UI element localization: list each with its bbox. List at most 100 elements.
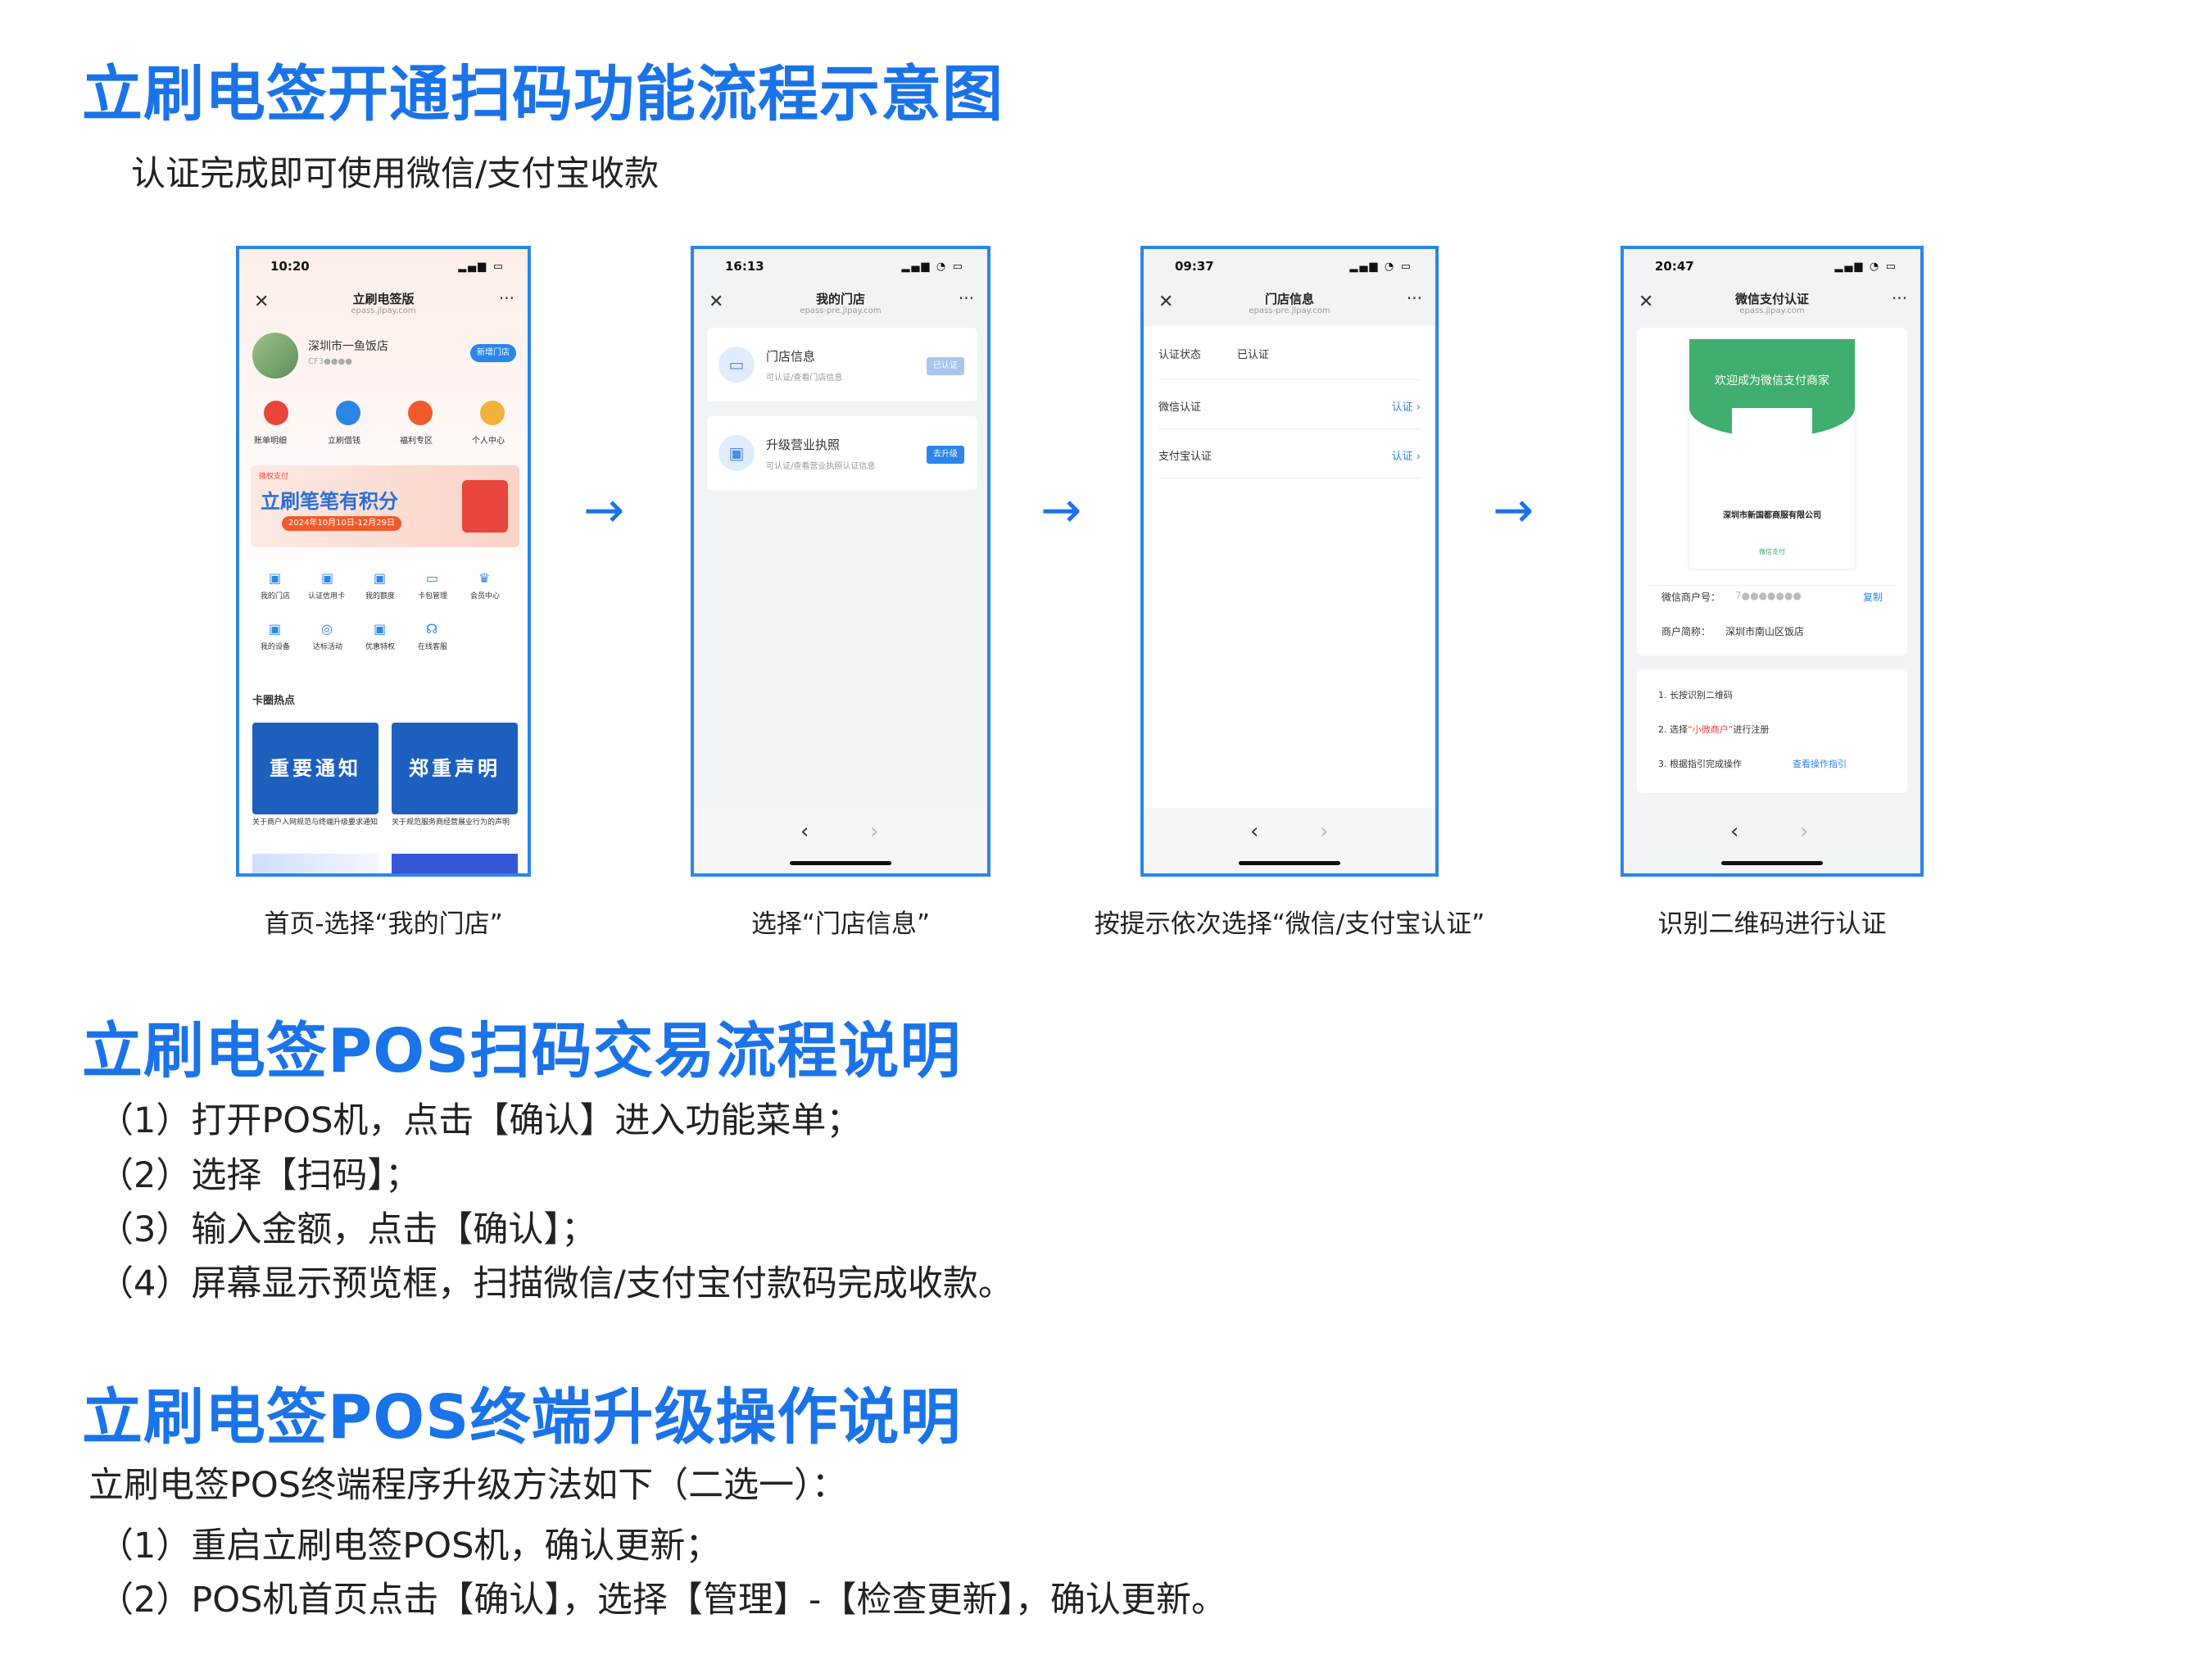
quick-item[interactable]: 福利专区 bbox=[400, 437, 433, 446]
arrow-icon: → bbox=[583, 482, 625, 539]
battery-icon: ▂▄▆ ◔ ▭ bbox=[901, 260, 964, 273]
more-icon[interactable]: ··· bbox=[498, 288, 514, 308]
upgrade-line: （1）重启立刷电签POS机，确认更新； bbox=[98, 1526, 721, 1567]
quick-item[interactable]: 个人中心 bbox=[472, 437, 505, 446]
qr-header: 欢迎成为微信支付商家 bbox=[1715, 374, 1829, 388]
forward-icon[interactable]: › bbox=[870, 819, 879, 844]
more-icon[interactable]: ··· bbox=[1891, 288, 1907, 308]
guide-link[interactable]: 查看操作指引 bbox=[1793, 759, 1847, 769]
welfare-icon[interactable] bbox=[408, 401, 433, 425]
app-url: epass-pre.jlpay.com bbox=[1249, 306, 1330, 315]
more-icon[interactable]: ··· bbox=[958, 288, 974, 308]
store-name: 深圳市一鱼饭店 bbox=[308, 340, 388, 353]
phone-store-info: 09:37▂▄▆ ◔ ▭ ✕ 门店信息 epass-pre.jlpay.com … bbox=[1140, 246, 1439, 877]
upgrade-license-item[interactable]: ▣ 升级营业执照 可认证/查看营业执照认证信息 去升级 bbox=[707, 416, 977, 490]
qr-code[interactable] bbox=[1732, 408, 1812, 488]
close-icon[interactable]: ✕ bbox=[709, 292, 724, 312]
back-icon[interactable]: ‹ bbox=[1250, 819, 1259, 844]
quick-item[interactable]: 立刷借钱 bbox=[328, 437, 360, 446]
crown-icon[interactable]: ♛ bbox=[478, 570, 491, 586]
qr-company: 深圳市新国都商服有限公司 bbox=[1723, 511, 1821, 520]
step-caption: 首页-选择“我的门店” bbox=[264, 909, 503, 939]
alipay-auth-row[interactable]: 支付宝认证 认证 › bbox=[1158, 429, 1421, 478]
step-caption: 按提示依次选择“微信/支付宝认证” bbox=[1094, 909, 1485, 939]
masked-id: CF3●●●● bbox=[308, 357, 352, 366]
service-icon[interactable]: ☊ bbox=[426, 621, 438, 637]
wallet-icon[interactable]: ▭ bbox=[426, 570, 439, 586]
user-icon[interactable] bbox=[480, 401, 505, 425]
status-time: 09:37 bbox=[1175, 259, 1214, 274]
close-icon[interactable]: ✕ bbox=[254, 292, 270, 312]
promo-banner[interactable]: 微权支付 立刷笔笔有积分 2024年10月10日-12月29日 bbox=[251, 465, 519, 547]
app-title: 立刷电签版 bbox=[352, 292, 415, 306]
wechat-auth-link[interactable]: 认证 › bbox=[1391, 401, 1421, 414]
step-caption: 选择“门店信息” bbox=[750, 909, 931, 939]
app-url: epass.jlpay.com bbox=[351, 306, 416, 315]
verified-button[interactable]: 已认证 bbox=[927, 357, 964, 375]
app-url: epass.jlpay.com bbox=[1739, 306, 1805, 315]
hot-card-notice[interactable]: 重要通知 bbox=[252, 723, 378, 814]
qr-card: 欢迎成为微信支付商家 深圳市新国都商服有限公司 微信支付 微信商户号： 7●●●… bbox=[1637, 328, 1907, 655]
app-title: 门店信息 bbox=[1264, 292, 1314, 306]
medal-icon[interactable]: ◎ bbox=[321, 621, 333, 637]
back-icon[interactable]: ‹ bbox=[800, 819, 809, 844]
arrow-icon: → bbox=[1040, 482, 1082, 539]
hot-card-statement[interactable]: 郑重声明 bbox=[392, 723, 518, 814]
status-time: 20:47 bbox=[1655, 259, 1694, 274]
section3-title: 立刷电签POS终端升级操作说明 bbox=[82, 1382, 962, 1453]
phone-wechat-auth: 20:47 ▂▄▆ ◔ ▭ ✕ 微信支付认证 epass.jlpay.com ··… bbox=[1620, 246, 1924, 877]
forward-icon[interactable]: › bbox=[1800, 819, 1809, 844]
alipay-auth-link[interactable]: 认证 › bbox=[1391, 451, 1421, 463]
card-icon[interactable]: ▣ bbox=[321, 570, 334, 586]
store-info-item[interactable]: ▭ 门店信息 可认证/查看门店信息 已认证 bbox=[707, 328, 977, 401]
upgrade-line: （2）POS机首页点击【确认】，选择【管理】-【检查更新】，确认更新。 bbox=[98, 1580, 1226, 1621]
wechat-auth-row[interactable]: 微信认证 认证 › bbox=[1158, 380, 1421, 429]
app-url: epass-pre.jlpay.com bbox=[800, 306, 882, 315]
battery-icon: ▂▄▆ ◔ ▭ bbox=[1349, 260, 1412, 273]
section1-subtitle: 认证完成即可使用微信/支付宝收款 bbox=[131, 153, 660, 193]
hot-title: 卡圈热点 bbox=[252, 695, 296, 707]
avatar bbox=[252, 333, 298, 379]
license-icon: ▣ bbox=[718, 435, 755, 471]
instruction-line: （1）打开POS机，点击【确认】进入功能菜单； bbox=[98, 1100, 862, 1141]
more-icon[interactable]: ··· bbox=[1406, 288, 1422, 308]
coupon-icon[interactable]: ▣ bbox=[374, 621, 387, 637]
arrow-icon: → bbox=[1493, 482, 1534, 539]
phone-my-store: 16:13▂▄▆ ◔ ▭ ✕ 我的门店 epass-pre.jlpay.com … bbox=[691, 246, 990, 877]
device-icon[interactable]: ▣ bbox=[269, 621, 282, 637]
phone-home: 10:20▂▄▆ ▭ ✕ 立刷电签版 epass.jlpay.com ··· 深… bbox=[236, 246, 531, 877]
instructions-card: 1. 长按识别二维码 2. 选择“小微商户”进行注册 3. 根据指引完成操作 查… bbox=[1637, 670, 1907, 793]
quick-item[interactable]: 账单明细 bbox=[254, 437, 287, 446]
banner-date: 2024年10月10日-12月29日 bbox=[282, 516, 401, 531]
status-time: 16:13 bbox=[725, 259, 764, 274]
store-icon[interactable]: ▣ bbox=[269, 570, 282, 586]
new-store-button[interactable]: 新增门店 bbox=[470, 344, 516, 362]
quota-icon[interactable]: ▣ bbox=[374, 570, 387, 586]
status-row: 认证状态 已认证 bbox=[1158, 331, 1421, 380]
app-title: 微信支付认证 bbox=[1734, 292, 1809, 306]
gift-icon bbox=[462, 480, 508, 533]
close-icon[interactable]: ✕ bbox=[1158, 292, 1174, 312]
banner-title: 立刷笔笔有积分 bbox=[261, 490, 398, 513]
forward-icon[interactable]: › bbox=[1320, 819, 1329, 844]
battery-icon: ▂▄▆ ◔ ▭ bbox=[1834, 260, 1897, 273]
instruction-line: （3）输入金额，点击【确认】； bbox=[98, 1209, 596, 1250]
loan-icon[interactable] bbox=[336, 401, 360, 425]
section1-title: 立刷电签开通扫码功能流程示意图 bbox=[82, 59, 1004, 129]
upgrade-intro: 立刷电签POS终端程序升级方法如下（二选一）： bbox=[88, 1465, 847, 1506]
instruction-line: （2）选择【扫码】； bbox=[98, 1155, 420, 1196]
back-icon[interactable]: ‹ bbox=[1730, 819, 1739, 844]
wechat-pay-label: 微信支付 bbox=[1759, 548, 1785, 555]
bill-icon[interactable] bbox=[264, 401, 288, 425]
step-caption: 识别二维码进行认证 bbox=[1657, 909, 1887, 939]
app-title: 我的门店 bbox=[815, 292, 865, 306]
hot-card-desc: 关于规范服务商经营展业行为的声明 bbox=[392, 818, 510, 827]
store-icon: ▭ bbox=[718, 347, 755, 383]
section2-title: 立刷电签POS扫码交易流程说明 bbox=[82, 1016, 962, 1086]
close-icon[interactable]: ✕ bbox=[1639, 292, 1654, 312]
hot-card-desc: 关于商户入网规范与终端升级要求通知 bbox=[252, 818, 378, 827]
copy-button[interactable]: 复制 bbox=[1862, 592, 1883, 603]
instruction-line: （4）屏幕显示预览框，扫描微信/支付宝付款码完成收款。 bbox=[98, 1263, 1013, 1304]
upgrade-button[interactable]: 去升级 bbox=[927, 446, 964, 464]
status-time: 10:20 bbox=[270, 259, 310, 274]
